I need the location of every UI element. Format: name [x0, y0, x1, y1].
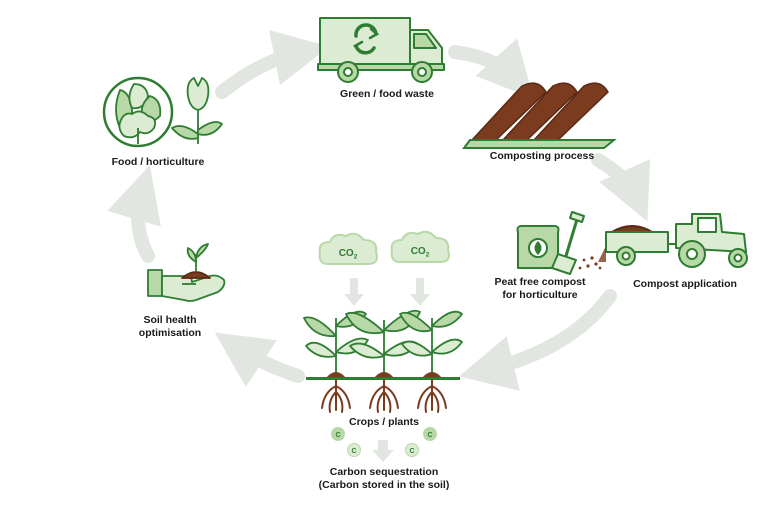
- label-compost-application: Compost application: [633, 278, 737, 290]
- vegetables-icon: [102, 76, 174, 148]
- co2-label-left: CO2: [339, 248, 358, 261]
- compost-spread: [578, 246, 606, 270]
- hand-plant-icon: [147, 243, 226, 302]
- label-peat-free-compost: Peat free compost for horticulture: [480, 276, 600, 302]
- co2-cloud-right: CO2: [390, 230, 450, 263]
- label-carbon-line1: Carbon sequestration: [329, 466, 439, 478]
- carbon-symbol-4: C: [409, 448, 414, 455]
- label-carbon-line2: (Carbon stored in the soil): [318, 479, 450, 491]
- label-soil-line2: optimisation: [138, 327, 202, 339]
- crop-plant-right: [399, 310, 463, 376]
- crop-plants-icon: [303, 309, 463, 376]
- label-green-waste: Green / food waste: [340, 88, 434, 100]
- co2-down-arrows: [344, 278, 430, 306]
- label-soil-health: Soil health optimisation: [120, 314, 220, 340]
- windrow-ground: [462, 139, 617, 149]
- crop-plant-center: [345, 309, 421, 376]
- label-composting-process: Composting process: [489, 150, 595, 162]
- label-food-horticulture: Food / horticulture: [111, 156, 205, 168]
- recycle-icon: [353, 23, 380, 55]
- tractor-trailer-icon: [605, 213, 748, 268]
- spade-icon: [551, 211, 585, 275]
- leaf-icon: [534, 241, 542, 255]
- label-peat-free-line2: for horticulture: [502, 289, 578, 301]
- cycle-arrows: [107, 30, 651, 391]
- arrow-truck-to-composting: [448, 38, 534, 99]
- label-crops-plants: Crops / plants: [348, 416, 419, 428]
- arrow-crops-to-soil: [214, 332, 305, 387]
- truck-icon: [317, 17, 445, 83]
- carbon-down-arrow: [372, 440, 394, 462]
- co2-label-right: CO2: [411, 246, 430, 259]
- carbon-symbol-3: C: [351, 448, 356, 455]
- tulip-icon: [171, 77, 223, 144]
- arrow-food-to-truck: [215, 30, 330, 99]
- carbon-symbol-1: C: [335, 432, 340, 439]
- carbon-symbols: C C C C: [335, 432, 432, 455]
- soil-mounds: [326, 372, 442, 378]
- label-soil-line1: Soil health: [143, 314, 197, 326]
- label-carbon-sequestration: Carbon sequestration (Carbon stored in t…: [300, 466, 468, 492]
- crop-roots: [321, 379, 447, 413]
- label-peat-free-line1: Peat free compost: [494, 276, 586, 288]
- ground-line: [306, 377, 460, 380]
- carbon-symbol-2: C: [427, 432, 432, 439]
- arrow-application-to-crops: [458, 289, 617, 391]
- carbon-particles: [331, 427, 437, 457]
- co2-cloud-left: CO2: [318, 232, 378, 265]
- arrow-soil-to-food: [107, 165, 161, 263]
- compost-windrows-icon: [470, 82, 609, 141]
- arrow-composting-to-application: [591, 153, 651, 222]
